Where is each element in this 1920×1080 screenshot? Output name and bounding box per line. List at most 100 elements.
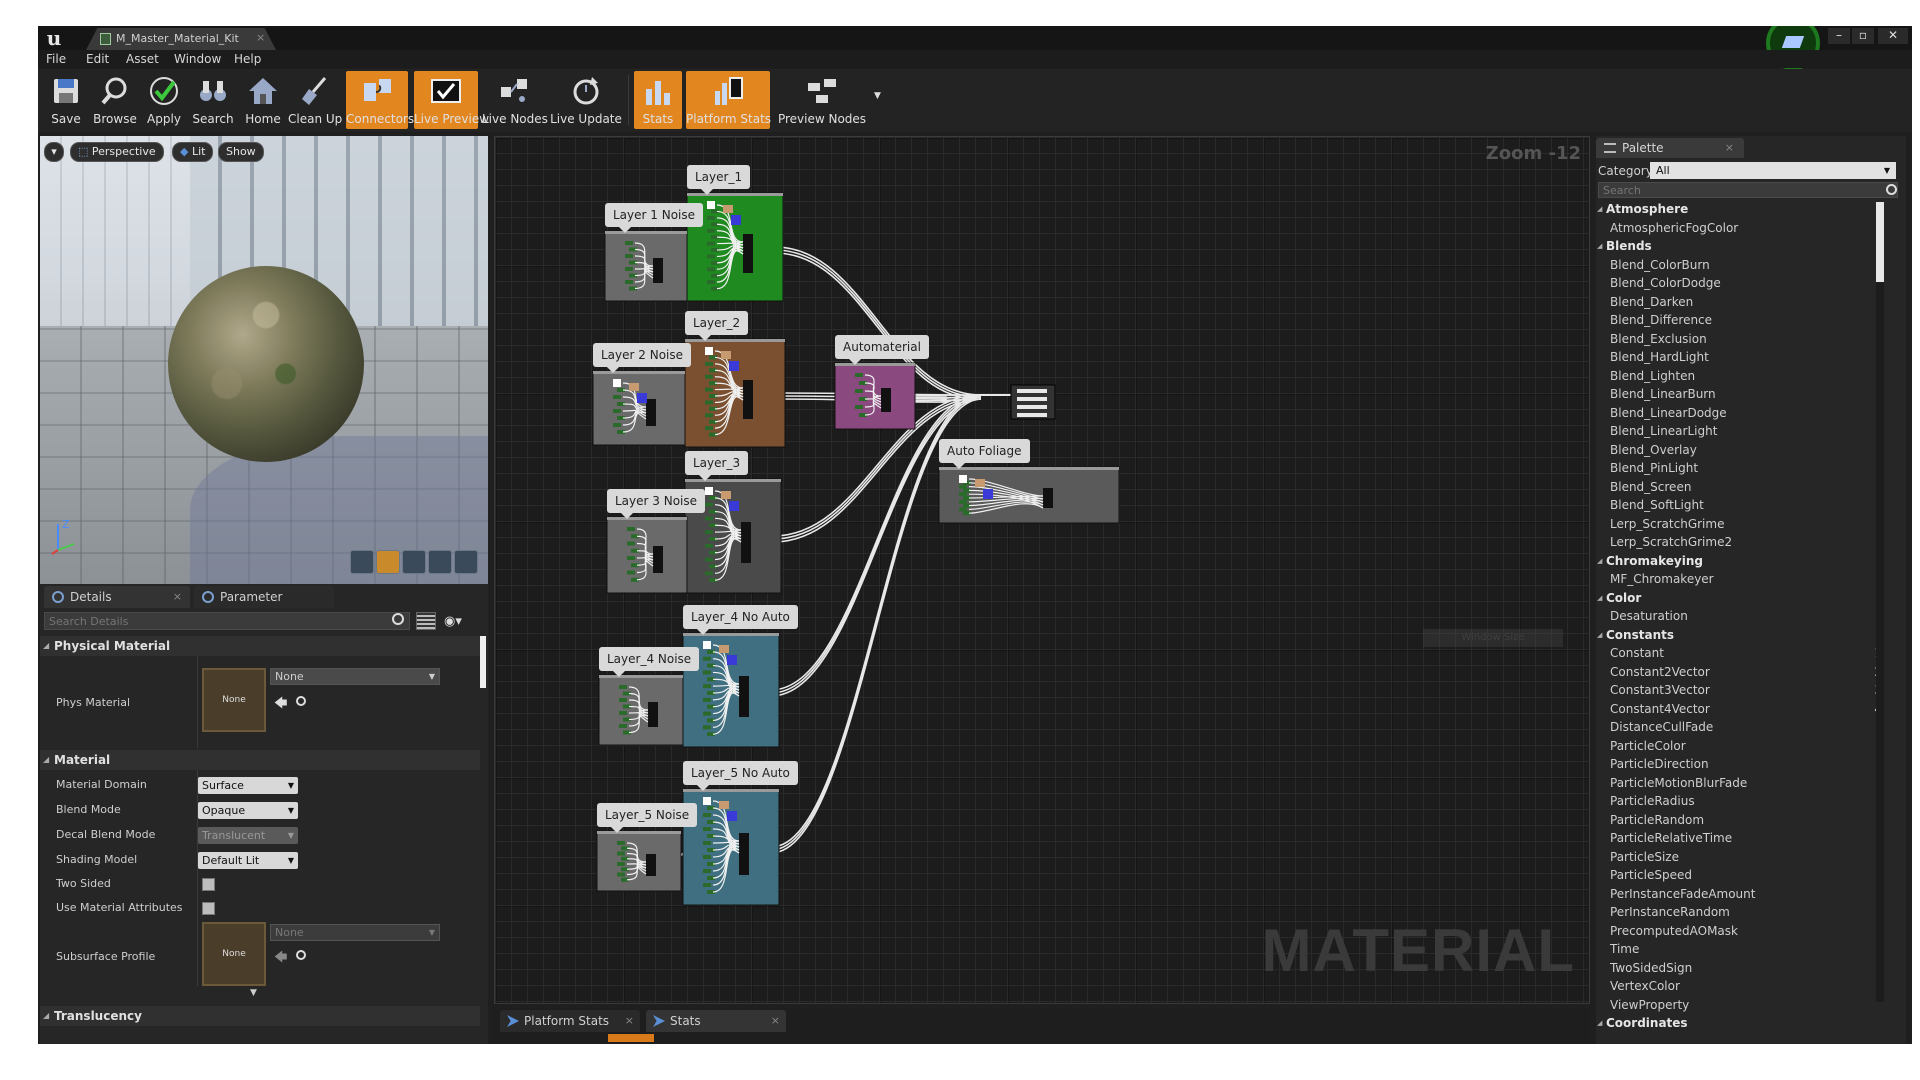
clean-up-button[interactable]: Clean Up — [288, 71, 342, 129]
graph-node-label[interactable]: Layer_3 — [685, 451, 748, 475]
preview-nodes-dropdown[interactable]: ▼ — [872, 71, 884, 129]
palette-category[interactable]: Blends — [1596, 237, 1892, 256]
preview-cube-button[interactable] — [428, 550, 452, 574]
two-sided-checkbox[interactable] — [202, 878, 215, 891]
parameter-defaults-tab[interactable]: Parameter Defaults — [194, 586, 334, 608]
palette-item[interactable]: Lerp_ScratchGrime — [1596, 515, 1892, 534]
palette-item[interactable]: Constant2Vector2 — [1596, 663, 1892, 682]
palette-item[interactable]: PerInstanceRandom — [1596, 903, 1892, 922]
palette-search-input[interactable] — [1598, 182, 1898, 198]
details-tab-close-icon[interactable]: × — [173, 586, 182, 608]
details-view-options-icon[interactable] — [416, 612, 436, 630]
live-update-button[interactable]: Live Update — [550, 71, 622, 129]
graph-node-label[interactable]: Layer_1 — [687, 165, 750, 189]
details-visibility-eye-icon[interactable]: ◉▾ — [444, 614, 462, 629]
graph-node-label[interactable]: Layer_4 Noise — [599, 647, 699, 671]
graph-node-label[interactable]: Layer 2 Noise — [593, 343, 691, 367]
palette-item[interactable]: Blend_Screen — [1596, 478, 1892, 497]
material-domain-dropdown[interactable]: Surface — [198, 777, 298, 794]
show-button[interactable]: Show — [218, 142, 264, 162]
lit-button[interactable]: ◆ Lit — [172, 142, 213, 162]
graph-node-label[interactable]: Layer_2 — [685, 311, 748, 335]
perspective-button[interactable]: ⬚ Perspective — [70, 142, 164, 162]
apply-button[interactable]: Apply — [142, 71, 186, 129]
subsurface-profile-thumbnail[interactable]: None — [202, 922, 266, 986]
palette-item[interactable]: Blend_Exclusion — [1596, 330, 1892, 349]
browse-button[interactable]: Browse — [90, 71, 140, 129]
save-button[interactable]: Save — [42, 71, 90, 129]
browse-asset-magnifier-icon[interactable] — [296, 696, 306, 706]
platform-stats-tab[interactable]: Platform Stats × — [500, 1010, 640, 1032]
palette-item[interactable]: Blend_LinearLight — [1596, 422, 1892, 441]
details-tab[interactable]: Details × — [44, 586, 190, 608]
palette-scrollbar-thumb[interactable] — [1876, 202, 1884, 282]
palette-item[interactable]: PrecomputedAOMask — [1596, 922, 1892, 941]
palette-item[interactable]: Blend_HardLight — [1596, 348, 1892, 367]
palette-item[interactable]: Blend_SoftLight — [1596, 496, 1892, 515]
blend-mode-dropdown[interactable]: Opaque — [198, 802, 298, 819]
palette-item[interactable]: ViewProperty — [1596, 996, 1892, 1015]
palette-item[interactable]: Lerp_ScratchGrime2 — [1596, 533, 1892, 552]
preview-mesh-button[interactable] — [454, 550, 478, 574]
document-tab[interactable]: M_Master_Material_Kit × — [86, 28, 276, 50]
palette-item[interactable]: Blend_ColorDodge — [1596, 274, 1892, 293]
palette-item[interactable]: ParticleDirection — [1596, 755, 1892, 774]
preview-sphere-button[interactable] — [376, 550, 400, 574]
palette-item[interactable]: Blend_ColorBurn — [1596, 256, 1892, 275]
live-nodes-button[interactable]: Live Nodes — [482, 71, 546, 129]
viewport-options-dropdown[interactable]: ▾ — [44, 142, 64, 162]
palette-item[interactable]: ParticleRadius — [1596, 792, 1892, 811]
minimize-button[interactable]: – — [1828, 28, 1850, 44]
palette-category[interactable]: Chromakeying — [1596, 552, 1892, 571]
expand-more-chevron-icon[interactable]: ▼ — [250, 988, 257, 998]
menu-file[interactable]: File — [46, 52, 66, 66]
platform-stats-tab-close-icon[interactable]: × — [625, 1010, 634, 1032]
home-button[interactable]: Home — [240, 71, 286, 129]
preview-nodes-button[interactable]: Preview Nodes — [774, 71, 870, 129]
platform-stats-button[interactable]: Platform Stats — [686, 71, 770, 129]
palette-item[interactable]: Time — [1596, 940, 1892, 959]
palette-item[interactable]: Constant1 — [1596, 644, 1892, 663]
palette-item[interactable]: Desaturation — [1596, 607, 1892, 626]
material-section[interactable]: Material — [40, 750, 480, 770]
palette-item[interactable]: ParticleMotionBlurFade — [1596, 774, 1892, 793]
palette-item[interactable]: Blend_Overlay — [1596, 441, 1892, 460]
palette-scrollbar[interactable] — [1876, 202, 1884, 1002]
graph-node-label[interactable]: Layer_4 No Auto — [683, 605, 798, 629]
phys-material-dropdown[interactable]: None — [270, 668, 440, 685]
details-search-input[interactable] — [44, 612, 410, 630]
use-selected-arrow-icon[interactable]: 🡄 — [274, 694, 287, 716]
material-graph-canvas[interactable]: Layer_1Layer 1 NoiseLayer_2Layer 2 Noise… — [494, 136, 1590, 1004]
close-window-button[interactable]: ✕ — [1878, 28, 1908, 44]
stats-tab-close-icon[interactable]: × — [771, 1010, 780, 1032]
use-material-attributes-checkbox[interactable] — [202, 902, 215, 915]
palette-item[interactable]: Blend_Darken — [1596, 293, 1892, 312]
palette-item[interactable]: Blend_Difference — [1596, 311, 1892, 330]
palette-item[interactable]: Blend_LinearDodge — [1596, 404, 1892, 423]
palette-tab[interactable]: Palette × — [1596, 138, 1744, 158]
palette-item[interactable]: PerInstanceFadeAmount — [1596, 885, 1892, 904]
palette-category[interactable]: Atmosphere — [1596, 200, 1892, 219]
menu-window[interactable]: Window — [174, 52, 221, 66]
phys-material-thumbnail[interactable]: None — [202, 668, 266, 732]
graph-node-label[interactable]: Auto Foliage — [939, 439, 1030, 463]
palette-item[interactable]: MF_Chromakeyer — [1596, 570, 1892, 589]
palette-item[interactable]: ParticleSize — [1596, 848, 1892, 867]
stats-button[interactable]: Stats — [634, 71, 682, 129]
palette-item[interactable]: ParticleRandom — [1596, 811, 1892, 830]
palette-item[interactable]: DistanceCullFade — [1596, 718, 1892, 737]
graph-node-label[interactable]: Layer 1 Noise — [605, 203, 703, 227]
palette-item[interactable]: Blend_LinearBurn — [1596, 385, 1892, 404]
graph-node-label[interactable]: Layer 3 Noise — [607, 489, 705, 513]
maximize-button[interactable]: ▫ — [1852, 28, 1874, 44]
connectors-button[interactable]: Connectors — [346, 71, 408, 129]
document-tab-close-icon[interactable]: × — [256, 31, 265, 44]
translucency-section[interactable]: Translucency — [40, 1006, 480, 1026]
palette-item[interactable]: TwoSidedSign — [1596, 959, 1892, 978]
palette-item[interactable]: Blend_PinLight — [1596, 459, 1892, 478]
palette-item[interactable]: Constant4Vector4 — [1596, 700, 1892, 719]
palette-category[interactable]: Color — [1596, 589, 1892, 608]
graph-node-label[interactable]: Layer_5 No Auto — [683, 761, 798, 785]
palette-list[interactable]: AtmosphereAtmosphericFogColorBlendsBlend… — [1596, 200, 1892, 1040]
live-preview-button[interactable]: Live Preview — [414, 71, 478, 129]
